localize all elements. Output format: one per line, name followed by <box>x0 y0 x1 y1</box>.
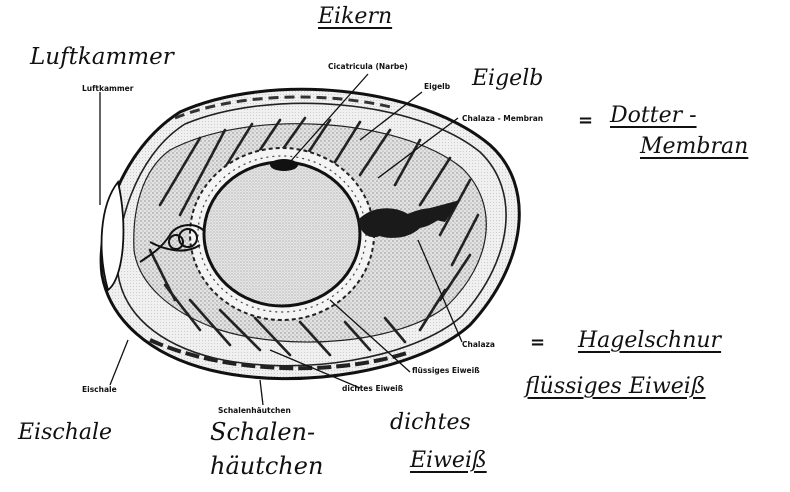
yolk-membrane-handwritten-label-2: Membran <box>640 134 748 159</box>
equals-sign-2: = <box>530 332 545 353</box>
yolk <box>204 162 360 306</box>
liquid-albumen-handwritten-label: flüssiges Eiweiß <box>525 374 706 399</box>
air-cell-handwritten-label: Luftkammer <box>30 44 174 70</box>
yolk-handwritten-label: Eigelb <box>472 66 543 91</box>
air-cell-printed-label: Luftkammer <box>82 84 133 93</box>
shell-membranes-handwritten-label-2: häutchen <box>210 452 323 480</box>
shell-membranes-handwritten-label: Schalen- <box>210 418 315 446</box>
title-label: Eikern <box>318 4 392 29</box>
chalaza-membrane-printed-label: Chalaza - Membran <box>462 114 543 123</box>
yolk-membrane-handwritten-label: Dotter - <box>610 103 697 128</box>
shell-handwritten-label: Eischale <box>18 420 112 445</box>
dense-albumen-printed-label: dichtes Eiweiß <box>342 384 403 393</box>
liquid-albumen-printed-label: flüssiges Eiweiß <box>412 366 480 375</box>
dense-albumen-handwritten-label-2: Eiweiß <box>410 448 487 473</box>
equals-sign: = <box>578 110 593 131</box>
chalaza-handwritten-label: Hagelschnur <box>578 328 721 353</box>
blastodisc <box>270 159 298 171</box>
chalaza-printed-label: Chalaza <box>462 340 495 349</box>
shell-printed-label: Eischale <box>82 385 117 394</box>
shell-membranes-printed-label: Schalenhäutchen <box>218 406 291 415</box>
blastodisc-printed-label: Cicatricula (Narbe) <box>328 62 408 71</box>
dense-albumen-handwritten-label: dichtes <box>390 410 471 435</box>
yolk-printed-label: Eigelb <box>424 82 450 91</box>
